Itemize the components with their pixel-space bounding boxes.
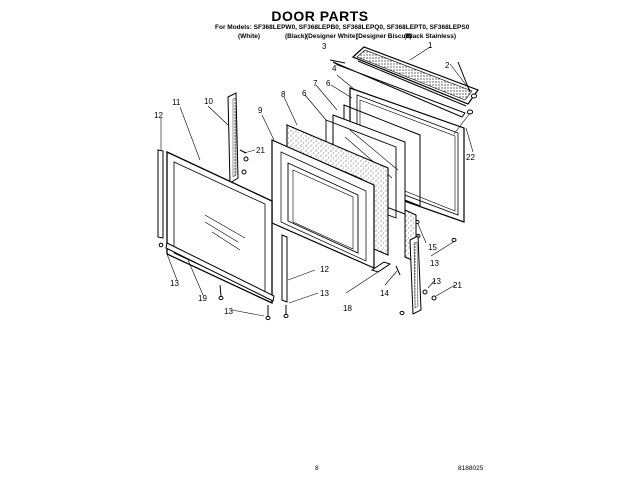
callout-11: 11 — [172, 98, 181, 107]
document-number: 8188025 — [458, 465, 484, 472]
vent-trim-part — [351, 46, 479, 107]
leader-lines — [160, 46, 474, 317]
callout-21b: 21 — [453, 281, 462, 290]
callout-4: 4 — [332, 64, 337, 73]
callout-6a: 6 — [326, 79, 331, 88]
side-trim-left-part — [157, 149, 164, 248]
finish-designer-white: (Designer White) — [306, 33, 358, 40]
models-label: For Models: SF368LEPW0, SF368LEPB0, SF36… — [215, 24, 470, 31]
callout-9: 9 — [258, 106, 263, 115]
leader-3 — [329, 59, 346, 64]
callout-12b: 12 — [320, 265, 329, 274]
bottom-trim-part — [165, 242, 275, 302]
callout-13c: 13 — [320, 289, 329, 298]
callout-13e: 13 — [432, 277, 441, 286]
callout-14: 14 — [380, 289, 389, 298]
callout-1: 1 — [428, 41, 433, 50]
callout-13a: 13 — [170, 279, 179, 288]
callout-8: 8 — [281, 90, 286, 99]
callout-18: 18 — [343, 304, 352, 313]
callout-2: 2 — [445, 61, 450, 70]
finish-black-stainless: (Black Stainless) — [404, 33, 457, 40]
callout-7: 7 — [313, 79, 318, 88]
outer-door-panel-part — [166, 150, 273, 305]
callout-3: 3 — [322, 42, 327, 51]
hinge-channel-right-part — [409, 235, 437, 315]
callout-13d: 13 — [430, 259, 439, 268]
page-number: 8 — [315, 465, 319, 472]
callout-13b: 13 — [224, 307, 233, 316]
callout-19: 19 — [198, 294, 207, 303]
finish-white: (White) — [238, 33, 261, 40]
door-liner-part — [271, 139, 375, 269]
bracket-part — [370, 261, 392, 273]
page-title: DOOR PARTS — [271, 8, 369, 24]
callout-10: 10 — [204, 97, 213, 106]
clip-part-14 — [395, 265, 405, 316]
door-seal-top-part — [332, 61, 466, 118]
callout-6b: 6 — [302, 89, 307, 98]
callout-22: 22 — [466, 153, 475, 162]
finish-black: (Black) — [285, 33, 307, 40]
callout-labels: 1 2 3 4 6 6 7 8 9 10 11 12 12 13 13 13 1… — [154, 41, 475, 316]
finish-designer-biscuit: (Designer Biscuit) — [356, 33, 412, 40]
callout-12a: 12 — [154, 111, 163, 120]
hinge-channel-left-part — [227, 92, 249, 184]
side-trim-right-part — [281, 234, 288, 303]
callout-21a: 21 — [256, 146, 265, 155]
callout-15: 15 — [428, 243, 437, 252]
